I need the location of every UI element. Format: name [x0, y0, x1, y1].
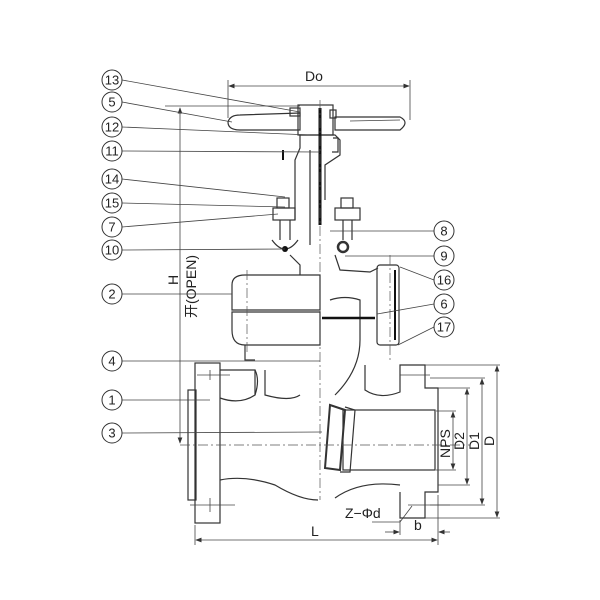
callout-6: 6 [433, 293, 455, 315]
label-h: H [165, 275, 181, 285]
label-bolt-holes: Z−Φd [345, 505, 381, 521]
callout-13: 13 [101, 69, 123, 91]
dimension-lines [165, 80, 500, 545]
label-open: 开(OPEN) [183, 255, 199, 318]
side-bolt [376, 255, 400, 360]
svg-text:12: 12 [105, 120, 119, 135]
callout-2: 2 [101, 283, 123, 305]
callout-14: 14 [101, 168, 123, 190]
svg-text:2: 2 [108, 287, 115, 302]
svg-text:7: 7 [108, 220, 115, 235]
svg-text:6: 6 [440, 297, 447, 312]
dimension-labels: Do H 开(OPEN) NPS D2 D1 D L Z−Φd b [165, 68, 497, 539]
svg-text:8: 8 [440, 224, 447, 239]
label-l: L [311, 523, 319, 539]
svg-text:14: 14 [105, 172, 119, 187]
svg-text:3: 3 [108, 426, 115, 441]
callout-10: 10 [101, 239, 123, 261]
svg-text:17: 17 [437, 320, 451, 335]
callout-5: 5 [101, 91, 123, 113]
callouts-left: 13 5 12 11 14 15 7 10 2 4 1 3 [101, 69, 123, 444]
label-d1: D1 [466, 432, 482, 450]
leader-lines [121, 79, 435, 434]
svg-text:4: 4 [108, 354, 115, 369]
svg-text:13: 13 [105, 73, 119, 88]
callout-16: 16 [433, 269, 455, 291]
svg-text:5: 5 [108, 95, 115, 110]
callout-8: 8 [433, 220, 455, 242]
svg-text:16: 16 [437, 273, 451, 288]
callout-1: 1 [101, 389, 123, 411]
label-nps: NPS [437, 429, 453, 458]
callout-7: 7 [101, 216, 123, 238]
svg-text:1: 1 [108, 393, 115, 408]
yoke [271, 100, 379, 500]
label-d: D [481, 436, 497, 446]
callouts-right: 8 9 16 6 17 [433, 220, 455, 338]
callout-11: 11 [101, 140, 123, 162]
svg-text:10: 10 [105, 243, 119, 258]
svg-text:15: 15 [105, 196, 119, 211]
svg-text:11: 11 [105, 144, 119, 159]
label-d2: D2 [451, 432, 467, 450]
callout-15: 15 [101, 192, 123, 214]
bonnet [231, 270, 375, 396]
valve-body [180, 362, 470, 524]
callout-9: 9 [433, 245, 455, 267]
label-b: b [414, 517, 422, 533]
callout-4: 4 [101, 350, 123, 372]
svg-text:9: 9 [440, 249, 447, 264]
callout-3: 3 [101, 422, 123, 444]
label-do: Do [305, 68, 323, 84]
callout-17: 17 [433, 316, 455, 338]
handwheel [227, 104, 406, 136]
callout-12: 12 [101, 116, 123, 138]
